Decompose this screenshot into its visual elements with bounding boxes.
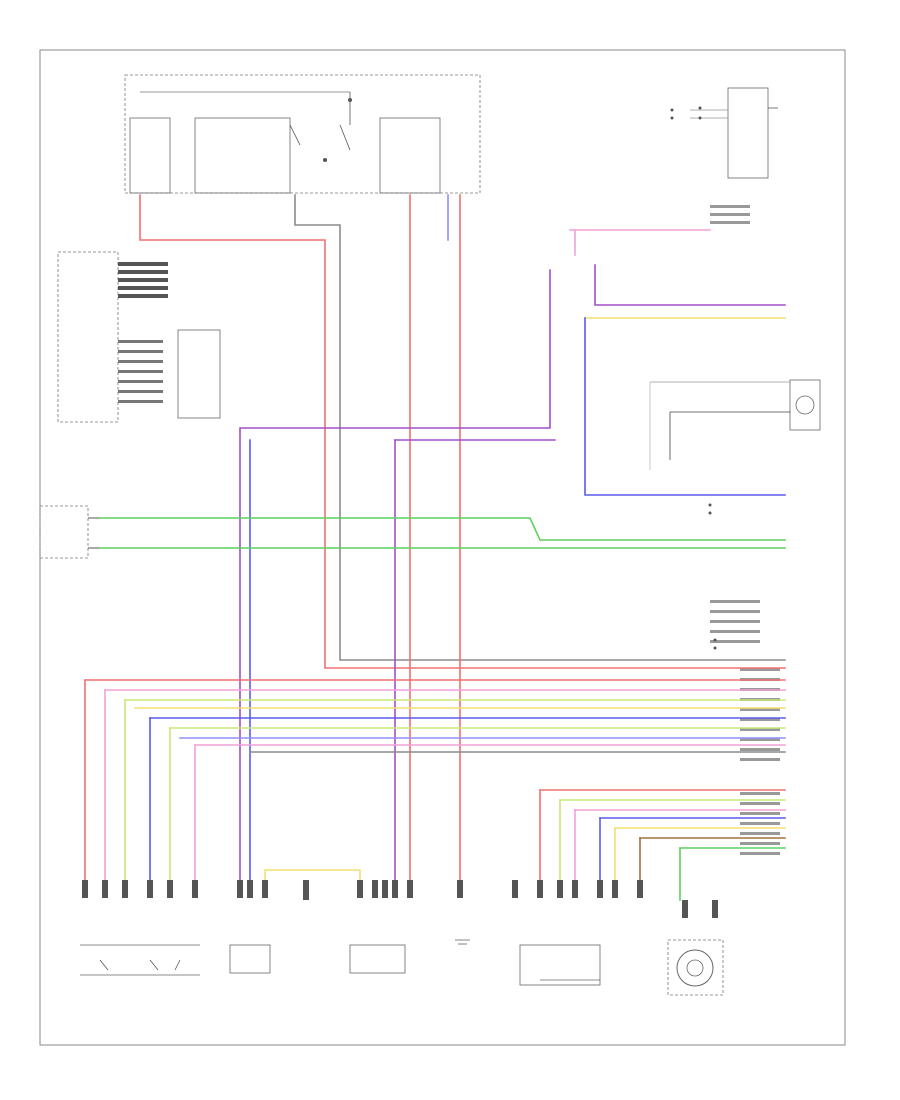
wires: [84, 194, 786, 901]
diagram-frame: [39, 49, 846, 1046]
fuse-relay-box: [124, 74, 481, 194]
switch-icon: [99, 959, 181, 971]
throttle-valve-module: [455, 939, 601, 986]
accelerator-pedal-sensor: [80, 944, 200, 976]
splice-icon: [698, 106, 717, 650]
park-neutral-switch: [39, 505, 100, 559]
transmission-control-module: [649, 379, 821, 470]
right-connectors: [710, 205, 780, 855]
brake-light-switch: [229, 880, 309, 974]
instrument-cluster: [670, 87, 778, 179]
ground-icon: [455, 939, 470, 945]
sensor-icon: [676, 949, 714, 987]
switch-icon: [289, 92, 351, 151]
bottom-connectors: [82, 880, 718, 918]
engine-speed-sensor: [667, 939, 724, 996]
resistor-icon: [303, 880, 309, 900]
engine-control-module-left: [57, 251, 221, 423]
clutch-switch: [349, 944, 406, 974]
sensor-icon: [795, 395, 815, 415]
